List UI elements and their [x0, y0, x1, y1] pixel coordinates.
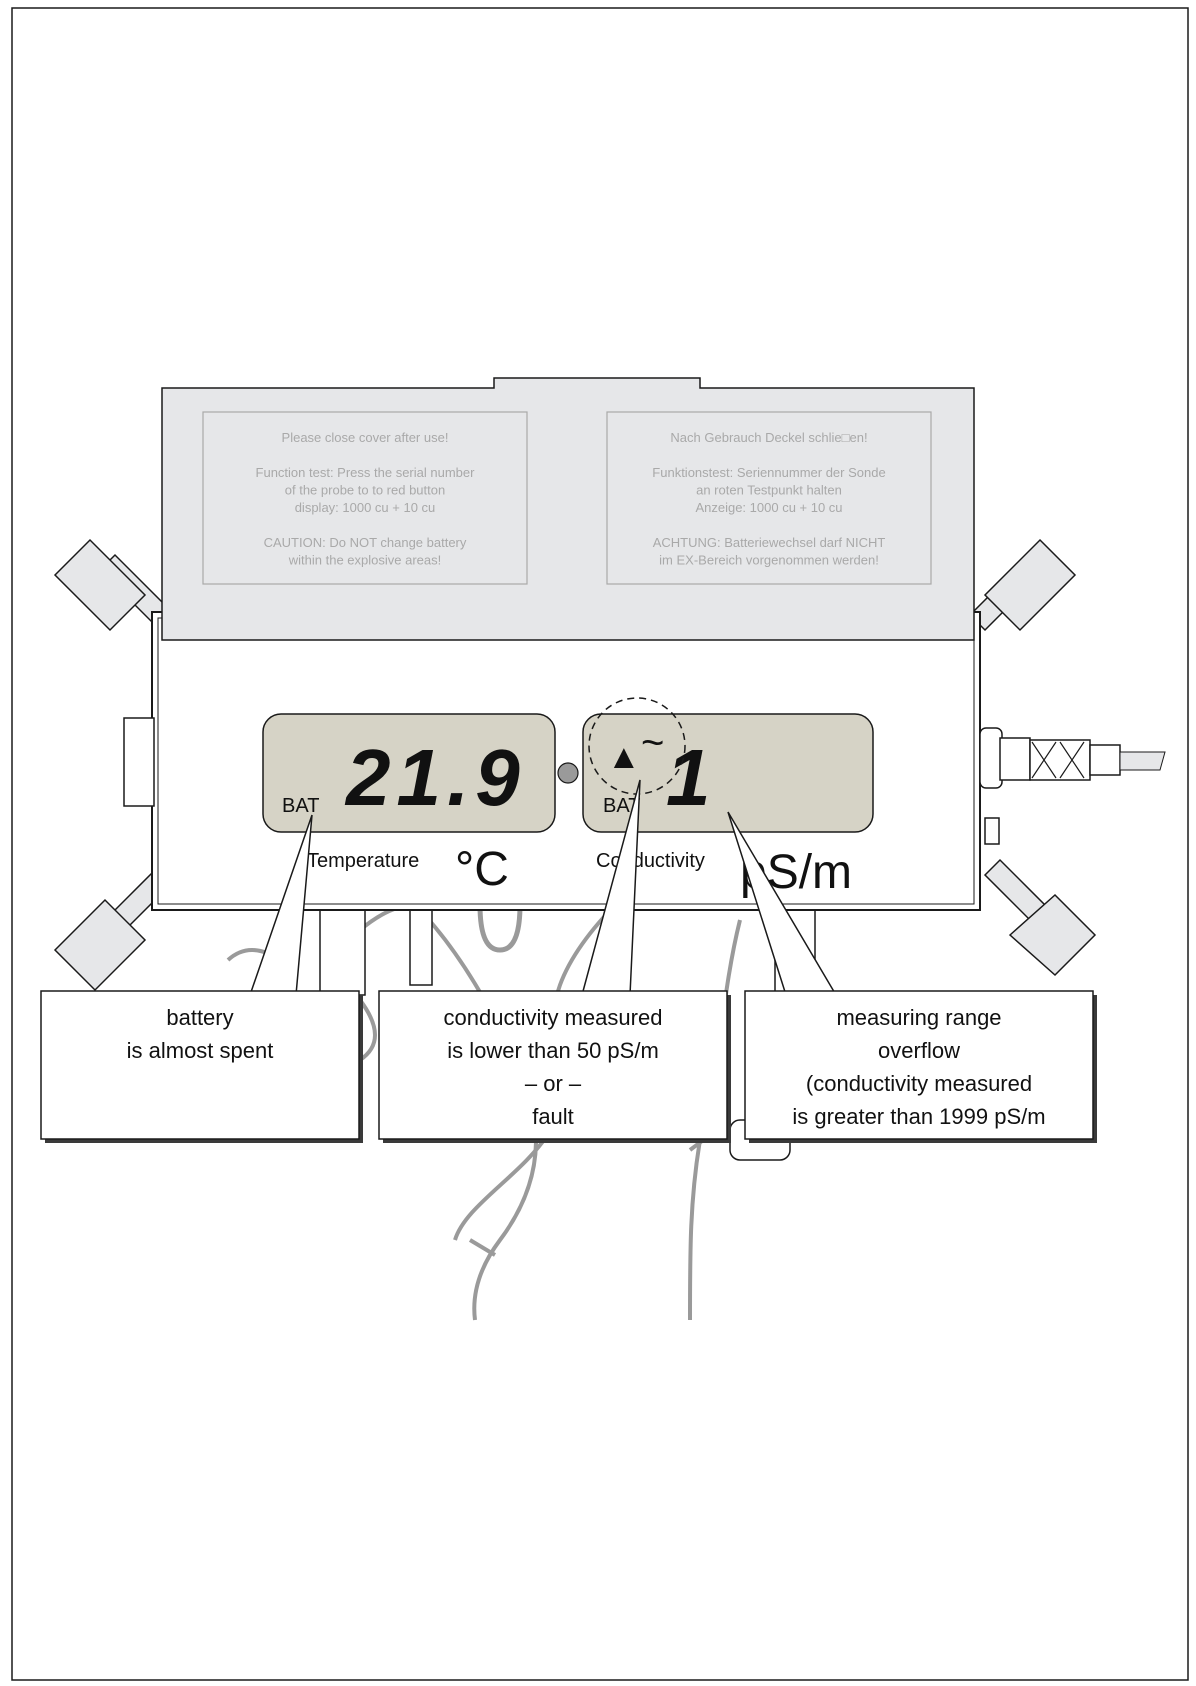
bat-indicator-left: BAT: [282, 795, 319, 817]
temperature-value: 21.9: [344, 733, 526, 822]
page-frame: [11, 7, 1189, 1681]
callout-overflow-line-1: overflow: [878, 1038, 960, 1063]
cover-german-line-0: Nach Gebrauch Deckel schlie□en!: [670, 430, 867, 445]
callout-battery: [40, 990, 363, 1143]
cover-german-line-7: im EX-Bereich vorgenommen werden!: [659, 553, 879, 568]
cover-english-line-2: Function test: Press the serial number: [256, 465, 476, 480]
tilde-icon: ~: [641, 721, 664, 765]
conductivity-label: Conductivity: [596, 850, 705, 872]
callout-low-line-2: – or –: [525, 1071, 582, 1096]
callout-low-line-0: conductivity measured: [444, 1005, 663, 1030]
cover: Please close cover after use! Function te…: [161, 377, 975, 641]
temperature-label: Temperature: [307, 850, 419, 872]
callout-overflow-line-3: is greater than 1999 pS/m: [792, 1104, 1045, 1129]
cover-german-line-6: ACHTUNG: Batteriewechsel darf NICHT: [653, 535, 886, 550]
cover-label-english: [202, 411, 528, 585]
cover-english-line-3: of the probe to to red button: [285, 483, 445, 498]
cover-german-line-2: Funktionstest: Seriennummer der Sonde: [652, 465, 885, 480]
callout-low-line-3: fault: [532, 1104, 574, 1129]
side-button: [123, 717, 155, 807]
callout-overflow-line-0: measuring range: [836, 1005, 1001, 1030]
callout-text-battery: battery is almost spent: [127, 1005, 274, 1063]
callout-text-overflow: measuring range overflow (conductivity mea…: [792, 1005, 1045, 1129]
cover-german-line-3: an roten Testpunkt halten: [696, 483, 842, 498]
cable-connector: [979, 727, 1166, 845]
callout-battery-line-0: battery: [166, 1005, 233, 1030]
cover-label-german: [606, 411, 932, 585]
callout-low: [378, 990, 731, 1143]
callout-overflow: [744, 990, 1097, 1143]
callout-pointers: [248, 779, 838, 996]
warning-triangle-icon: ▲: [607, 738, 641, 776]
callout-overflow-line-2: (conductivity measured: [806, 1071, 1032, 1096]
conductivity-value: 1: [666, 733, 711, 822]
cover-english-line-7: within the explosive areas!: [288, 553, 441, 568]
test-point-button: [557, 762, 579, 784]
cover-english-line-4: display: 1000 cu + 10 cu: [295, 500, 436, 515]
cover-text-english: Please close cover after use! Function te…: [256, 430, 476, 568]
callout-battery-line-1: is almost spent: [127, 1038, 274, 1063]
cover-german-line-4: Anzeige: 1000 cu + 10 cu: [695, 500, 842, 515]
lcd-conductivity: [582, 713, 874, 833]
lcd-temperature: [262, 713, 556, 833]
temperature-unit: °C: [455, 843, 509, 896]
cover-english-line-6: CAUTION: Do NOT change battery: [264, 535, 467, 550]
callout-text-low: conductivity measured is lower than 50 pS…: [444, 1005, 663, 1129]
cover-text-german: Nach Gebrauch Deckel schlie□en! Funktions…: [652, 430, 885, 568]
side-arms: [53, 538, 1097, 992]
callout-low-line-1: is lower than 50 pS/m: [447, 1038, 659, 1063]
cover-english-line-0: Please close cover after use!: [282, 430, 449, 445]
callouts: battery is almost spent conductivity meas…: [40, 990, 1097, 1143]
